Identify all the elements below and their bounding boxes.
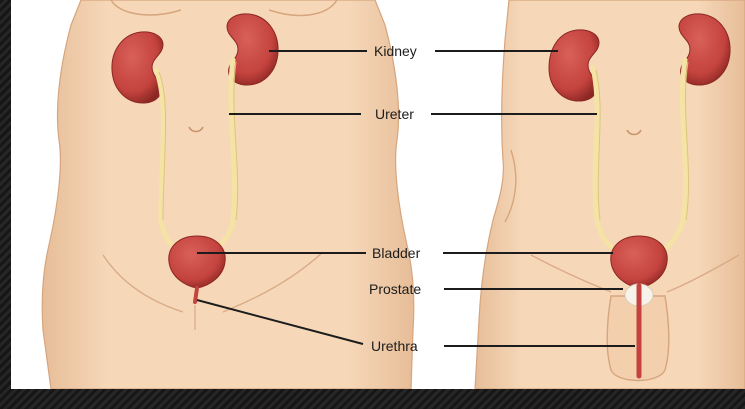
male-waist-contour	[504, 149, 517, 223]
male-kidney-right	[678, 13, 731, 86]
prostate-label: Prostate	[369, 281, 422, 297]
leader-lines	[196, 50, 635, 347]
male-ureter-right	[656, 57, 689, 255]
diagram-panel: Kidney Ureter Bladder Prostate Urethra	[11, 0, 745, 389]
female-groin-left	[102, 254, 184, 313]
urinary-system-illustration	[41, 0, 745, 389]
ureter-label: Ureter	[375, 106, 414, 122]
male-navel	[626, 129, 642, 136]
male-figure	[474, 0, 745, 389]
female-breast-right	[268, 0, 338, 17]
male-ureter-left	[590, 65, 622, 255]
female-torso	[41, 0, 415, 389]
female-ureter-outline	[158, 61, 239, 221]
female-kidneys	[111, 13, 279, 104]
female-figure	[41, 0, 415, 389]
male-ureter-outline	[595, 61, 690, 221]
bladder-label: Bladder	[372, 245, 421, 261]
female-navel	[188, 126, 204, 133]
female-urethra	[193, 286, 199, 304]
male-torso	[474, 0, 745, 389]
urethra-leader-left	[196, 299, 364, 345]
male-kidneys	[548, 13, 731, 102]
female-breast-left	[110, 0, 182, 16]
kidney-label: Kidney	[374, 43, 417, 59]
urethra-label: Urethra	[371, 338, 418, 354]
male-groin-right	[666, 254, 740, 293]
male-ureters	[590, 57, 689, 255]
